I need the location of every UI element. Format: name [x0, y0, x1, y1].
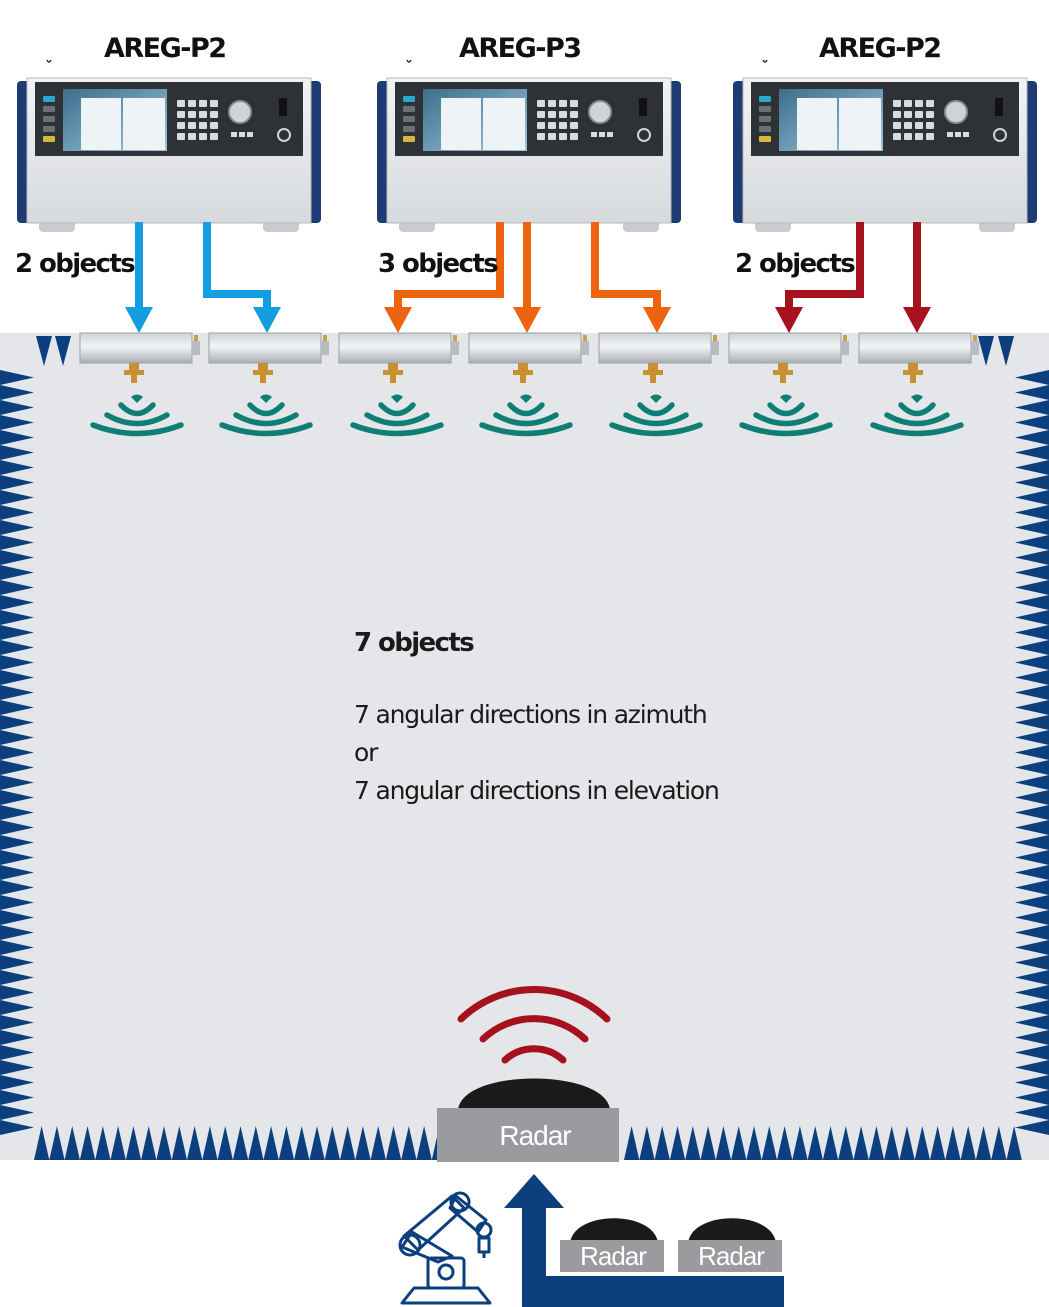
cable-arrowhead — [903, 307, 931, 333]
rf-cable — [591, 222, 661, 310]
cable-arrowhead — [513, 307, 541, 333]
summary-text: 7 objects 7 angular directions in azimut… — [354, 628, 720, 810]
antenna-frontend-icon — [728, 332, 849, 383]
svg-text:Radar: Radar — [698, 1241, 765, 1271]
rf-cables — [125, 222, 931, 333]
signal-generator-icon — [377, 59, 681, 232]
radar-under-test: Radar — [437, 986, 619, 1162]
radar-sensor-icon: Radar — [678, 1218, 782, 1272]
svg-text:Radar: Radar — [580, 1241, 647, 1271]
rf-cable — [394, 222, 504, 310]
rf-cable — [785, 222, 864, 310]
cable-arrowhead — [253, 307, 281, 333]
instrument-title-1: AREG-P2 — [104, 33, 227, 64]
radar-dome-icon — [458, 1078, 610, 1110]
up-arrow-icon — [504, 1174, 784, 1307]
instrument-title-3: AREG-P2 — [819, 33, 942, 64]
robot-arm-icon — [398, 1191, 493, 1305]
antenna-frontend-icon — [338, 332, 459, 383]
antenna-frontend-icon — [468, 332, 589, 383]
wireless-wave-icon — [609, 394, 703, 437]
signal-generator-icon — [17, 59, 321, 232]
radar-box — [437, 1108, 619, 1162]
summary-line-or: or — [354, 738, 378, 767]
rf-cable — [203, 222, 271, 310]
summary-heading: 7 objects — [354, 628, 475, 658]
antenna-frontend-icon — [208, 332, 329, 383]
cable-arrowhead — [775, 307, 803, 333]
radar-wave-icon — [457, 986, 611, 1064]
cable-arrowhead — [125, 307, 153, 333]
wireless-wave-icon — [90, 394, 184, 437]
antenna-frontend-icon — [858, 332, 979, 383]
objects-label-2: 3 objects — [378, 249, 499, 279]
antenna-frontend-icon — [598, 332, 719, 383]
signal-generator-icon — [733, 59, 1037, 232]
instruments — [17, 59, 1037, 232]
cable-arrowhead — [384, 307, 412, 333]
wireless-wave-icon — [350, 394, 444, 437]
objects-label-3: 2 objects — [735, 249, 856, 279]
objects-label-1: 2 objects — [15, 249, 136, 279]
cable-arrowhead — [643, 307, 671, 333]
radar-label: Radar — [499, 1120, 571, 1151]
wireless-wave-icon — [739, 394, 833, 437]
summary-line-elevation: 7 angular directions in elevation — [354, 776, 720, 805]
radiated-waves — [90, 394, 964, 437]
radar-sensor-icon: Radar — [560, 1218, 664, 1272]
wireless-wave-icon — [479, 394, 573, 437]
summary-line-azimuth: 7 angular directions in azimuth — [354, 700, 708, 729]
wireless-wave-icon — [870, 394, 964, 437]
antenna-frontends — [79, 332, 979, 383]
wireless-wave-icon — [219, 394, 313, 437]
instrument-title-2: AREG-P3 — [459, 33, 582, 64]
antenna-frontend-icon — [79, 332, 200, 383]
